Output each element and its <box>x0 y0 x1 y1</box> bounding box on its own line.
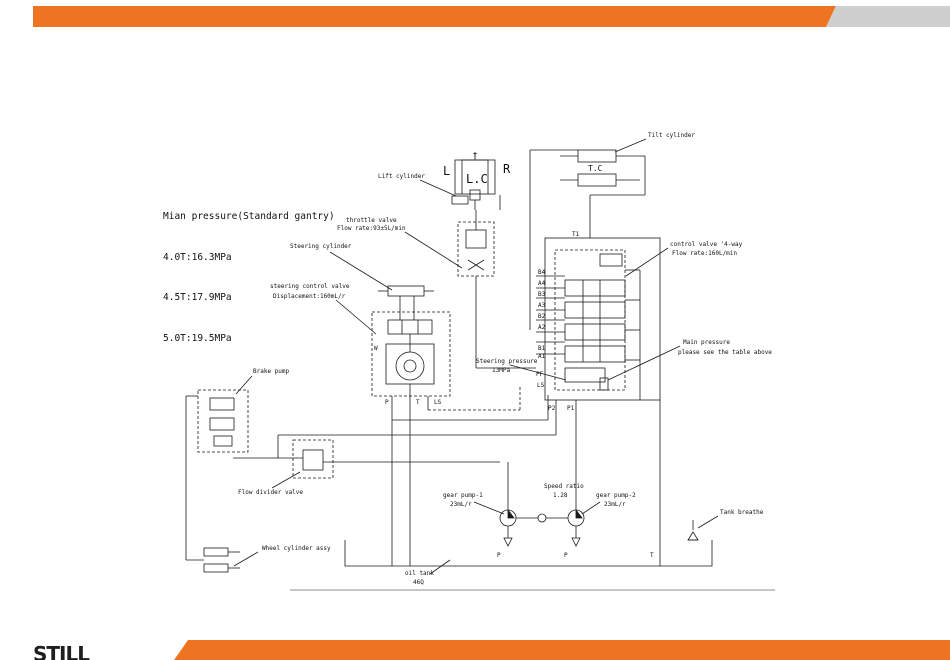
label-t1: T1 <box>572 231 580 238</box>
label-b3: B3 <box>538 291 546 298</box>
header-bar <box>33 6 950 27</box>
label-b1: B1 <box>538 345 546 352</box>
label-lc: L.C <box>466 172 488 186</box>
label-speed-ratio: Speed ratio <box>544 483 584 490</box>
label-tank-breathe: Tank breathe <box>720 509 764 516</box>
label-control-flow: Flow rate:160L/min <box>672 250 737 257</box>
pressure-note-line: 4.0T:16.3MPa <box>163 251 232 263</box>
label-throttle-flow: Flow rate:93±5L/min <box>337 225 406 232</box>
gear-pump-1 <box>499 508 517 547</box>
label-steering-displacement: Displacement:160mL/r <box>273 293 346 300</box>
label-wheel-cylinder: Wheel cylinder assy <box>262 545 331 552</box>
label-gear-pump-1-disp: 23mL/r <box>450 501 472 508</box>
header-orange-band <box>33 6 836 27</box>
brake-pump <box>185 389 249 560</box>
label-a3: A3 <box>538 302 546 309</box>
lift-cylinder <box>451 152 496 210</box>
footer-orange-band <box>174 640 950 660</box>
label-p1: P1 <box>567 405 575 412</box>
brand-logo-text: STILL <box>33 642 90 660</box>
label-steering-control-valve: steering control valve <box>270 283 350 290</box>
pressure-note-line: 4.5T:17.9MPa <box>163 292 232 303</box>
label-oil-tank-value: 46Q <box>413 579 424 586</box>
label-a2: A2 <box>538 324 546 331</box>
pressure-note: Mian pressure(Standard gantry) 4.0T:16.3… <box>163 183 335 359</box>
label-svc-t: T <box>416 399 420 406</box>
label-main-pressure-note: please see the table above <box>678 349 772 356</box>
brand-logo: STILL <box>33 642 103 660</box>
tilt-cylinder <box>529 149 646 330</box>
footer-bar <box>174 640 950 660</box>
label-t-top: T <box>473 152 478 160</box>
control-valve <box>536 237 661 401</box>
label-flow-divider: Flow divider valve <box>238 489 303 496</box>
label-gear-pump-2: gear pump-2 <box>596 492 636 499</box>
label-main-pressure: Main pressure <box>683 339 730 346</box>
label-oil-tank: oil tank <box>405 570 434 577</box>
oil-tank <box>344 540 713 567</box>
label-brake-pump: Brake pump <box>253 368 290 375</box>
flow-divider-valve <box>233 439 500 479</box>
pipework <box>277 195 661 566</box>
header-gray-band <box>826 6 950 27</box>
label-svc-ls: LS <box>434 399 442 406</box>
label-b2: B2 <box>538 313 546 320</box>
label-l: L <box>443 164 450 178</box>
label-speed-ratio-value: 1.28 <box>553 492 568 499</box>
gear-pump-2 <box>567 508 585 547</box>
label-tilt-cylinder: Tilt cylinder <box>648 132 695 139</box>
label-gear-pump-1: gear pump-1 <box>443 492 483 499</box>
steering-control-valve <box>371 311 451 410</box>
label-p-left: P <box>497 552 501 559</box>
label-ls: LS <box>537 382 545 389</box>
label-steering-pressure-value: 13MPa <box>492 367 510 374</box>
label-gear-pump-2-disp: 23mL/r <box>604 501 626 508</box>
label-pf: PF <box>536 371 544 378</box>
label-t-right: T <box>650 552 654 559</box>
label-throttle-valve: throttle valve <box>346 217 397 224</box>
throttle-valve <box>457 210 495 290</box>
label-p2: P2 <box>548 405 556 412</box>
wheel-cylinder-assy <box>186 547 240 573</box>
label-r: R <box>503 162 511 176</box>
label-a1: A1 <box>538 353 546 360</box>
steering-cylinder <box>378 285 434 320</box>
speed-ratio-coupling <box>516 513 568 523</box>
label-b4: B4 <box>538 269 546 276</box>
label-lift-cylinder: Lift cylinder <box>378 173 425 180</box>
label-tc: T.C <box>588 164 603 173</box>
pressure-note-line: 5.0T:19.5MPa <box>163 332 232 344</box>
label-steering-pressure: Steering pressure <box>476 358 538 365</box>
label-control-valve: control valve '4-way <box>670 241 743 248</box>
label-p-mid: P <box>564 552 568 559</box>
label-a4: A4 <box>538 280 546 287</box>
tank-breathe <box>687 520 699 541</box>
pressure-note-title: Mian pressure(Standard gantry) <box>163 211 335 222</box>
label-svc-w: W <box>374 345 378 352</box>
label-svc-p: P <box>385 399 389 406</box>
label-steering-cylinder: Steering cylinder <box>290 243 352 250</box>
